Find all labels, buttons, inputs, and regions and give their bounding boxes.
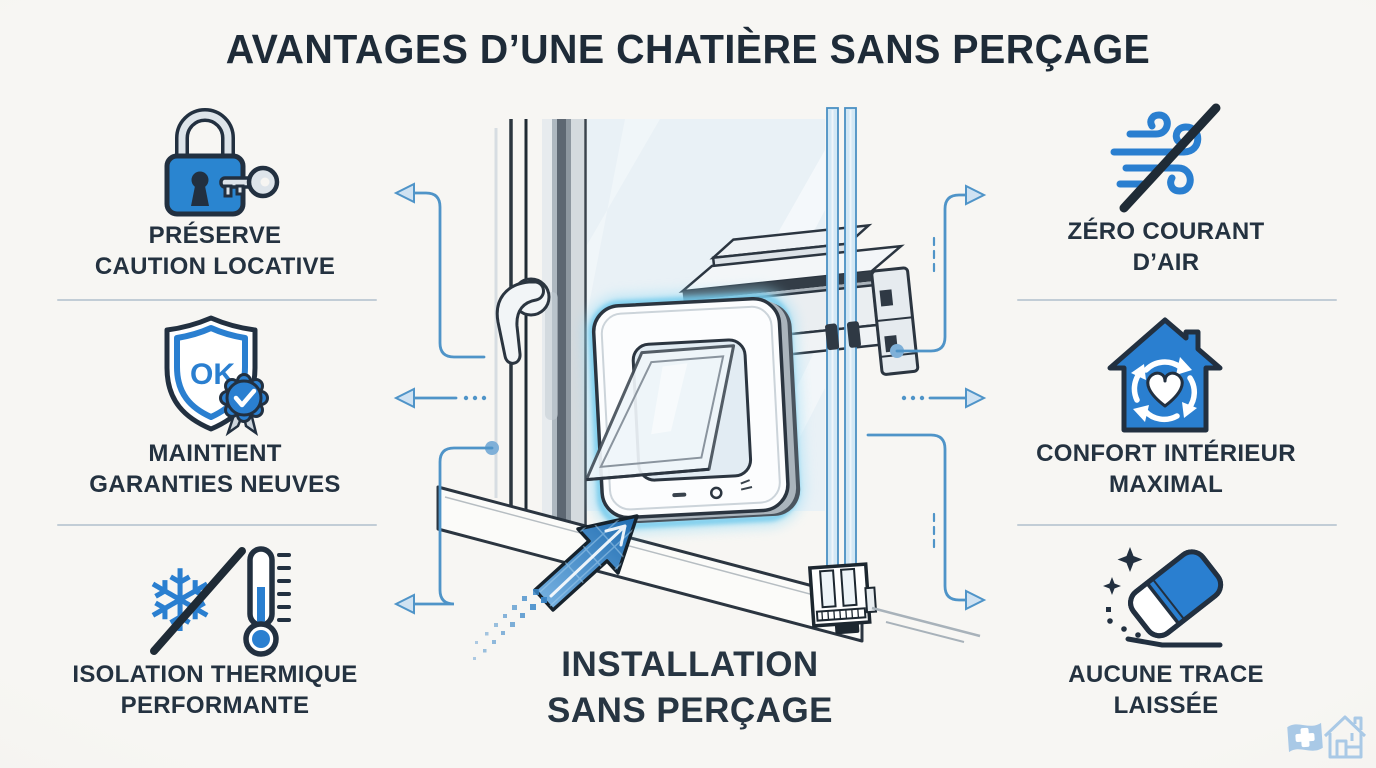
benefit-label: ISOLATION THERMIQUE [72, 661, 358, 688]
no-draft-wind-icon [1110, 103, 1221, 213]
benefit-label: PERFORMANTE [120, 692, 310, 719]
benefit-label: PRÉSERVE [148, 222, 282, 249]
page-title: AVANTAGES D’UNE CHATIÈRE SANS PERÇAGE [225, 26, 1151, 72]
benefit-label: D’AIR [1132, 249, 1200, 276]
benefit-isolation: ❄ ISOLATION THERMIQUE PERFORMANTE [35, 543, 395, 721]
house-outline-icon [1323, 715, 1367, 759]
connector-left-middle [393, 387, 487, 409]
cat-flap [582, 287, 806, 535]
benefit-label: GARANTIES NEUVES [89, 471, 341, 498]
divider-left-1 [57, 299, 377, 301]
install-arrow [473, 514, 639, 660]
glazing-base-profile [807, 562, 878, 635]
divider-left-2 [57, 524, 377, 526]
clamp-gaskets [825, 321, 861, 351]
benefit-label: LAISSÉE [1113, 692, 1219, 719]
flag-cross-icon [1287, 722, 1323, 753]
benefit-label: ZÉRO COURANT [1067, 218, 1265, 245]
connector-right-middle [901, 387, 987, 409]
caption-line-2: SANS PERÇAGE [546, 691, 834, 730]
double-glazing-panes [826, 107, 857, 587]
connector-left-top [393, 182, 486, 359]
window-sill [436, 485, 864, 643]
benefit-garanties: OK MAINTIENT GARANTIES NEUVES [35, 312, 395, 500]
clamp-profile [678, 223, 920, 376]
window-frame [494, 119, 587, 549]
connector-left-bottom [393, 441, 499, 615]
eraser-icon [1103, 547, 1224, 648]
benefit-confort: CONFORT INTÉRIEUR MAXIMAL [986, 312, 1346, 500]
padlock-key-icon [164, 108, 280, 217]
ground-lines [871, 606, 981, 643]
snowflake-thermometer-icon: ❄ [144, 546, 291, 657]
divider-right-1 [1017, 299, 1337, 301]
shield-ok-badge-icon: OK [164, 315, 269, 437]
benefit-label: CONFORT INTÉRIEUR [1036, 440, 1296, 467]
benefit-label: CAUTION LOCATIVE [94, 253, 336, 280]
benefit-zero-courant: ZÉRO COURANT D’AIR [986, 98, 1346, 278]
connector-right-top [890, 184, 987, 358]
caption-line-1: INSTALLATION [561, 645, 819, 684]
benefit-caution-locative: PRÉSERVE CAUTION LOCATIVE [35, 98, 395, 282]
svg-text:❄: ❄ [144, 552, 216, 652]
window-handle [495, 277, 558, 420]
glass-pane [587, 119, 825, 511]
open-flap-door [584, 344, 736, 482]
benefit-aucune-trace: AUCUNE TRACE LAISSÉE [986, 543, 1346, 721]
center-caption: INSTALLATION SANS PERÇAGE [430, 642, 950, 734]
benefit-label: MAXIMAL [1108, 471, 1224, 498]
benefit-label: AUCUNE TRACE [1068, 661, 1264, 688]
connector-right-bottom [866, 433, 987, 611]
house-comfort-icon [1107, 317, 1223, 433]
divider-right-2 [1017, 524, 1337, 526]
benefit-label: MAINTIENT [148, 440, 282, 467]
connector-lines [393, 182, 987, 615]
